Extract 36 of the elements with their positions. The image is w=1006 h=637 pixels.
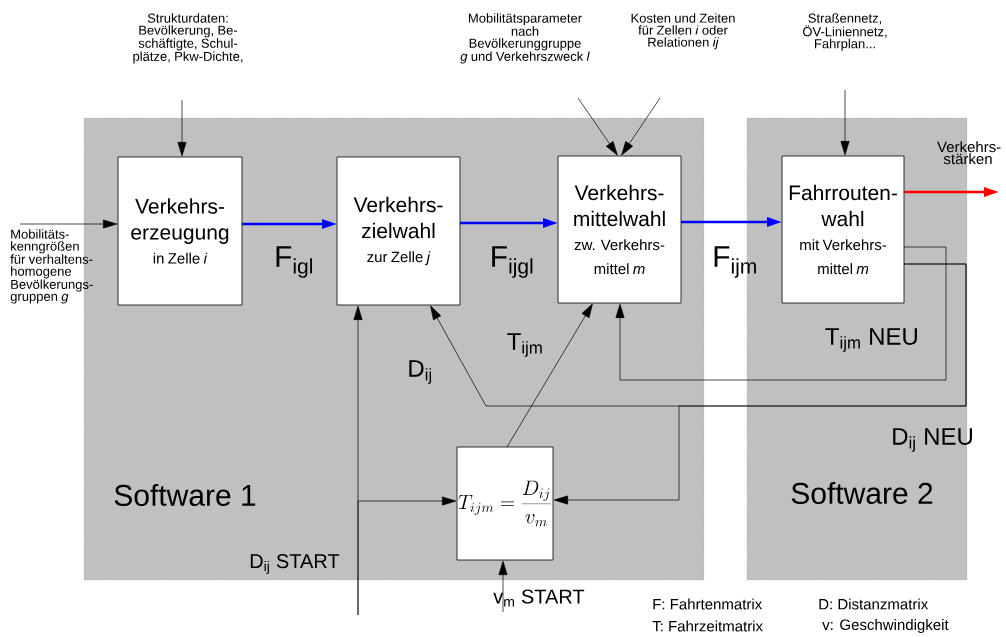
arrow	[177, 99, 187, 157]
process-box: Verkehrs- zielwahl zur Zellej	[336, 156, 461, 306]
input-note: Mobilitätsparameter nach Bevölkerunggruppe g und Verkehrszweck l	[460, 13, 590, 64]
arrow	[357, 496, 457, 616]
arrow	[577, 97, 618, 156]
input-note: Strukturdaten: Bevölkerung, Be- schäftigte, Schul- plätze, Pkw-Dichte,	[133, 13, 243, 64]
process-box: Fahrrouten- wahl mit Verkehrs- mittel m	[781, 155, 905, 304]
edge-label: F$_{ijm}$	[714, 246, 756, 278]
arrow	[498, 560, 508, 613]
arrow	[621, 97, 661, 156]
panel-label: Software 1	[114, 484, 256, 506]
legend-text: T: Fahrzeitmatrix	[652, 620, 763, 632]
legend-text: F: Fahrtenmatrix	[653, 598, 763, 610]
edge-label: F$_{ijgl}$	[492, 246, 533, 278]
arrow	[840, 89, 850, 156]
edge-label: F$_{igl}$	[276, 246, 312, 278]
edge-label: T$_{ijm}$ NEU	[825, 328, 917, 352]
edge-label: D$_{ij}$ START	[250, 554, 340, 574]
arrow	[615, 246, 947, 381]
edge-label: T$_{ijm}$	[507, 333, 542, 357]
process-box: Verkehrs- mittelwahl zw. Verkehrs- mittel m	[557, 155, 682, 304]
arrow	[553, 263, 967, 505]
arrow	[19, 219, 118, 229]
process-box: Verkehrs- erzeugung in Zelle i	[117, 156, 243, 306]
legend-text: D: Distanzmatrix	[819, 598, 929, 610]
input-note: Kosten und Zeiten für Zellen i oder Relationen ij	[631, 13, 735, 50]
arrow	[506, 303, 593, 448]
edge-label: D$_{ij}$ NEU	[893, 428, 972, 452]
input-note: Verkehrs- stärken	[937, 141, 1001, 165]
legend-text: v: Geschwindigkeit	[822, 619, 949, 633]
panel-label: Software 2	[791, 482, 933, 504]
formula-box: $T_{ijm}=\frac{D_{ij}}{v_m}$	[456, 446, 554, 561]
input-note: Straßennetz, ÖV-Liniennetz, Fahrplan...	[803, 13, 887, 51]
input-note: Mobilitäts- kenngrößen für verhaltens- homogene Bevölkerungs- gruppen g	[10, 229, 93, 304]
edge-label: D$_{ij}$	[409, 360, 431, 384]
edge-label: v$_{m}$ START	[493, 589, 585, 607]
